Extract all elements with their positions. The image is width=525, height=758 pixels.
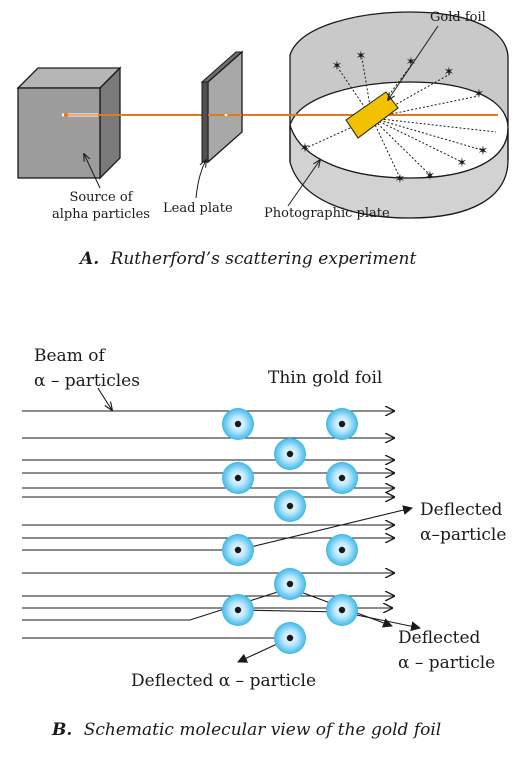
caption-b-text: Schematic molecular view of the gold foi… <box>84 720 442 740</box>
hit-mark: ✶ <box>406 55 417 70</box>
photographic-plate-front <box>289 124 509 219</box>
deflected-lower-line1: Deflected <box>398 628 481 648</box>
photo-plate-pointer <box>287 160 320 207</box>
lead-plate <box>200 50 244 164</box>
gold-atom <box>222 462 254 494</box>
gold-atoms <box>222 408 358 654</box>
gold-atom <box>274 568 306 600</box>
part-a-apparatus: ✶ ✶ ✶ ✶ ✶ ✶ ✶ ✶ ✶ ✶ Gold foil Source of … <box>16 10 509 269</box>
beam-label-line1: Beam of <box>34 346 106 366</box>
hit-mark: ✶ <box>356 49 367 64</box>
lead-plate-label: Lead plate <box>163 201 233 216</box>
gold-atom <box>326 594 358 626</box>
hit-mark: ✶ <box>332 59 343 74</box>
photographic-plate-back <box>289 11 509 129</box>
hit-mark: ✶ <box>474 87 485 102</box>
gold-atom <box>274 490 306 522</box>
caption-a-letter: A. <box>78 249 99 269</box>
lead-plate-pointer <box>195 160 206 199</box>
deflected-right-line2: α–particle <box>420 525 506 545</box>
gold-foil-label: Gold foil <box>430 10 486 25</box>
deflected-back-label: Deflected α – particle <box>131 671 316 691</box>
gold-atom <box>326 534 358 566</box>
source-label-line1: Source of <box>69 190 133 205</box>
caption-b-letter: B. <box>51 720 72 740</box>
alpha-source-box <box>16 66 122 180</box>
gold-atom <box>222 534 254 566</box>
source-pointer <box>84 154 101 189</box>
part-b-schematic: Beam of α – particles Thin gold foil Def… <box>22 346 506 740</box>
gold-atom <box>274 438 306 470</box>
scintillation-marks: ✶ ✶ ✶ ✶ ✶ ✶ ✶ ✶ ✶ ✶ <box>300 49 489 187</box>
gold-atom <box>222 594 254 626</box>
beam-label-line2: α – particles <box>34 371 140 391</box>
gold-foil <box>345 91 399 139</box>
hit-mark: ✶ <box>457 156 468 171</box>
hit-mark: ✶ <box>395 172 406 187</box>
gold-foil-pointer <box>388 25 439 100</box>
deflected-lower-line2: α – particle <box>398 653 495 673</box>
hit-mark: ✶ <box>478 144 489 159</box>
thin-gold-foil-label: Thin gold foil <box>268 368 382 388</box>
photographic-plate-label: Photographic plate <box>264 206 390 221</box>
gold-atom <box>326 408 358 440</box>
gold-atom <box>222 408 254 440</box>
hit-mark: ✶ <box>425 169 436 184</box>
beam-label-pointer <box>97 387 112 410</box>
beam-lines <box>22 411 394 608</box>
source-point <box>63 112 69 118</box>
deflected-paths <box>22 505 421 663</box>
gold-atom <box>274 622 306 654</box>
caption-a-text: Rutherford’s scattering experiment <box>110 249 417 269</box>
hit-mark: ✶ <box>300 141 311 156</box>
source-label-line2: alpha particles <box>52 207 150 222</box>
deflected-right-line1: Deflected <box>420 500 503 520</box>
caption-a: A. Rutherford’s scattering experiment <box>78 249 416 269</box>
hit-mark: ✶ <box>444 65 455 80</box>
deflected-path-back <box>22 637 291 663</box>
gold-atom <box>326 462 358 494</box>
caption-b: B. Schematic molecular view of the gold … <box>51 720 441 740</box>
